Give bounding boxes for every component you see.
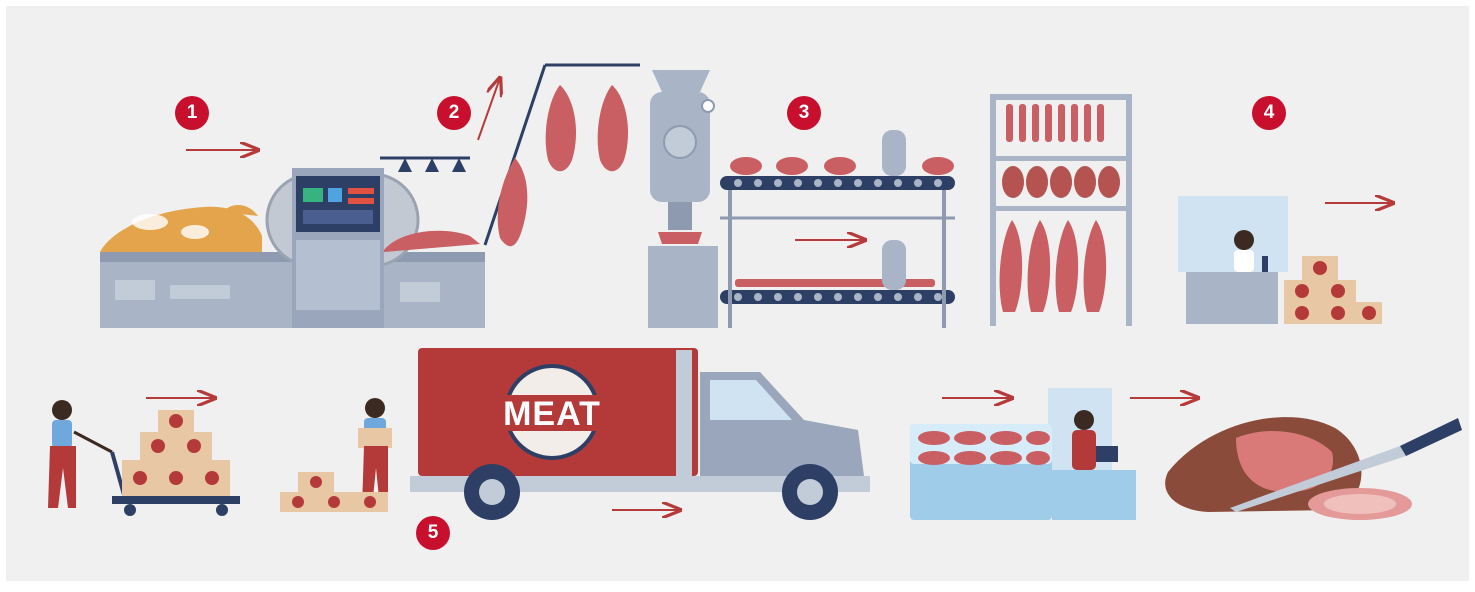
grinder-base <box>648 246 718 328</box>
step-badge-1: 1 <box>175 96 209 130</box>
step-badge-3: 3 <box>787 96 821 130</box>
step-number: 2 <box>449 102 460 124</box>
truck-label: MEAT <box>503 395 601 433</box>
step-number: 3 <box>799 102 810 124</box>
quality-lab <box>1178 196 1288 324</box>
step-number: 4 <box>1264 102 1275 124</box>
step-badge-4: 4 <box>1252 96 1286 130</box>
step-badge-2: 2 <box>437 96 471 130</box>
step-number: 1 <box>187 102 198 124</box>
step-number: 5 <box>428 522 439 544</box>
step-badge-5: 5 <box>416 516 450 550</box>
